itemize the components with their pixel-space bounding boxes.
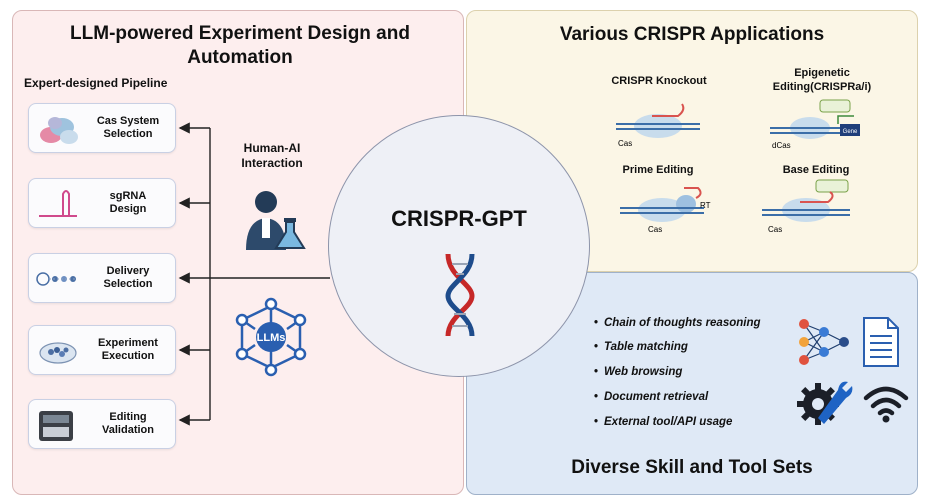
crispr-applications-title: Various CRISPR Applications: [559, 24, 825, 45]
delivery-icon: [36, 272, 77, 286]
step-editing-validation: Editing Validation: [28, 399, 176, 449]
sgrna-icon: [39, 190, 77, 217]
step-label: Delivery Selection: [103, 265, 153, 290]
scientist-icon: [246, 191, 306, 250]
step-delivery-selection: Delivery Selection: [28, 253, 176, 303]
app-label-knockout: CRISPR Knockout: [611, 75, 707, 87]
human-ai-interaction-label: Human-AI Interaction: [241, 141, 303, 170]
sequencer-icon: [39, 411, 73, 441]
crispr-gpt-title: CRISPR-GPT: [391, 206, 527, 231]
protein-icon: [40, 117, 78, 144]
document-icon: [863, 317, 899, 367]
prime-editing-illustration: RT Cas: [620, 187, 711, 234]
skill-item: External tool/API usage: [594, 416, 732, 428]
experiment-design-title: LLM-powered Experiment Design and Automa…: [70, 23, 410, 68]
skill-item: Web browsing: [594, 366, 682, 378]
skills-tools-title: Diverse Skill and Tool Sets: [571, 457, 813, 478]
petri-dish-icon: [39, 342, 77, 364]
app-label-prime: Prime Editing: [622, 164, 694, 176]
llm-label: LLMs: [257, 332, 286, 344]
app-sub-label: Cas: [768, 225, 782, 234]
knockout-illustration: Cas: [616, 103, 700, 148]
app-sub-label: dCas: [772, 141, 791, 150]
step-label: sgRNA Design: [109, 190, 147, 215]
pipeline-title: Expert-designed Pipeline: [24, 76, 168, 90]
step-label: Cas System Selection: [96, 115, 160, 140]
step-label: Editing Validation: [102, 411, 154, 436]
base-editing-illustration: Cas: [762, 179, 850, 234]
llm-network-icon: LLMs: [235, 297, 307, 377]
dna-helix-icon: [445, 253, 475, 337]
app-sub-label: Gene: [843, 129, 858, 135]
skill-item: Document retrieval: [594, 391, 708, 403]
app-label-base: Base Editing: [782, 164, 850, 176]
crispr-gpt-circle: [328, 115, 590, 377]
step-cas-system-selection: Cas System Selection: [28, 103, 176, 153]
step-experiment-execution: Experiment Execution: [28, 325, 176, 375]
wifi-icon: [863, 386, 909, 423]
skill-item: Table matching: [594, 341, 688, 353]
app-label-epigenetic: Epigenetic Editing(CRISPRa/i): [772, 67, 872, 93]
skill-item: Chain of thoughts reasoning: [594, 317, 761, 329]
app-sub-label: Cas: [648, 225, 662, 234]
app-sub-label: RT: [700, 201, 711, 210]
neural-network-icon: [799, 319, 849, 365]
gear-wrench-icon: [797, 381, 853, 425]
step-label: Experiment Execution: [98, 337, 158, 362]
app-sub-label: Cas: [618, 139, 632, 148]
step-sgrna-design: sgRNA Design: [28, 178, 176, 228]
epigenetic-illustration: Gene dCas: [770, 99, 860, 150]
